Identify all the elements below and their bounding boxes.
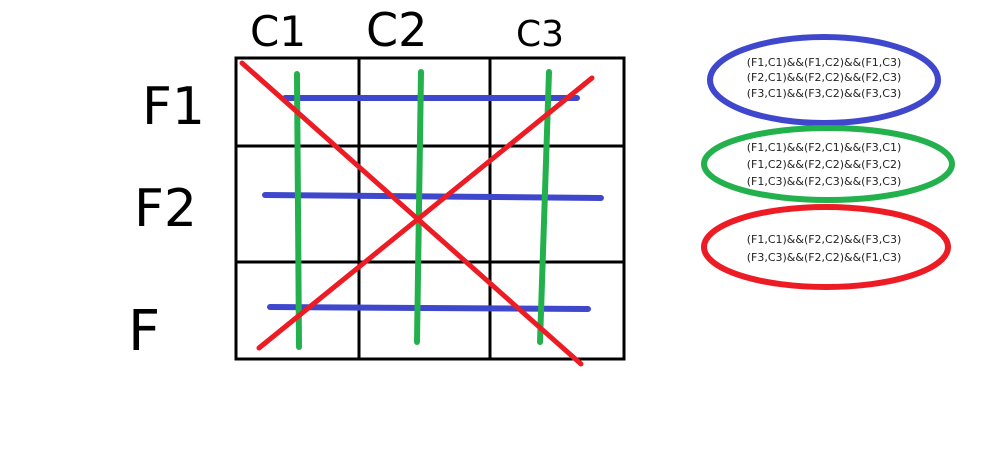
green-column-stroke-2: [414, 69, 424, 345]
blue-row-stroke-2: [262, 192, 604, 201]
green-group-line-3: (F1,C3)&&(F2,C3)&&(F3,C3): [747, 175, 902, 188]
red-group-line-2: (F3,C3)&&(F2,C2)&&(F1,C3): [747, 251, 902, 264]
red-group-line-1: (F1,C1)&&(F2,C2)&&(F3,C3): [747, 233, 902, 246]
column-labels: C1 C2 C3: [250, 3, 564, 57]
column-label-c1: C1: [250, 7, 306, 56]
blue-group-line-3: (F3,C1)&&(F3,C2)&&(F3,C3): [747, 87, 902, 100]
green-ellipse: [701, 125, 955, 203]
row-label-f3: F: [128, 299, 160, 364]
red-diagonal-stroke-2: [256, 75, 595, 351]
row-labels: F1 F2 F: [128, 77, 205, 364]
green-group-line-2: (F1,C2)&&(F2,C2)&&(F3,C2): [747, 158, 902, 171]
row-label-f1: F1: [142, 77, 205, 137]
blue-row-stroke-3: [267, 304, 591, 312]
red-diagonal-stroke-1: [239, 60, 584, 367]
blue-group-line-1: (F1,C1)&&(F1,C2)&&(F1,C3): [747, 56, 902, 69]
grid-border: [234, 56, 626, 361]
column-label-c3: C3: [516, 14, 564, 55]
green-group: (F1,C1)&&(F2,C1)&&(F3,C1) (F1,C2)&&(F2,C…: [701, 125, 955, 203]
red-diagonal-strokes: [239, 60, 595, 367]
red-ellipse: [701, 204, 951, 290]
blue-group: (F1,C1)&&(F1,C2)&&(F1,C3) (F2,C1)&&(F2,C…: [707, 34, 941, 126]
column-label-c2: C2: [366, 3, 427, 57]
green-group-line-1: (F1,C1)&&(F2,C1)&&(F3,C1): [747, 141, 902, 154]
row-label-f2: F2: [134, 179, 197, 239]
green-column-stroke-1: [294, 71, 302, 350]
red-group: (F1,C1)&&(F2,C2)&&(F3,C3) (F3,C3)&&(F2,C…: [701, 204, 951, 290]
blue-group-line-2: (F2,C1)&&(F2,C2)&&(F2,C3): [747, 71, 902, 84]
blue-ellipse: [707, 34, 941, 126]
